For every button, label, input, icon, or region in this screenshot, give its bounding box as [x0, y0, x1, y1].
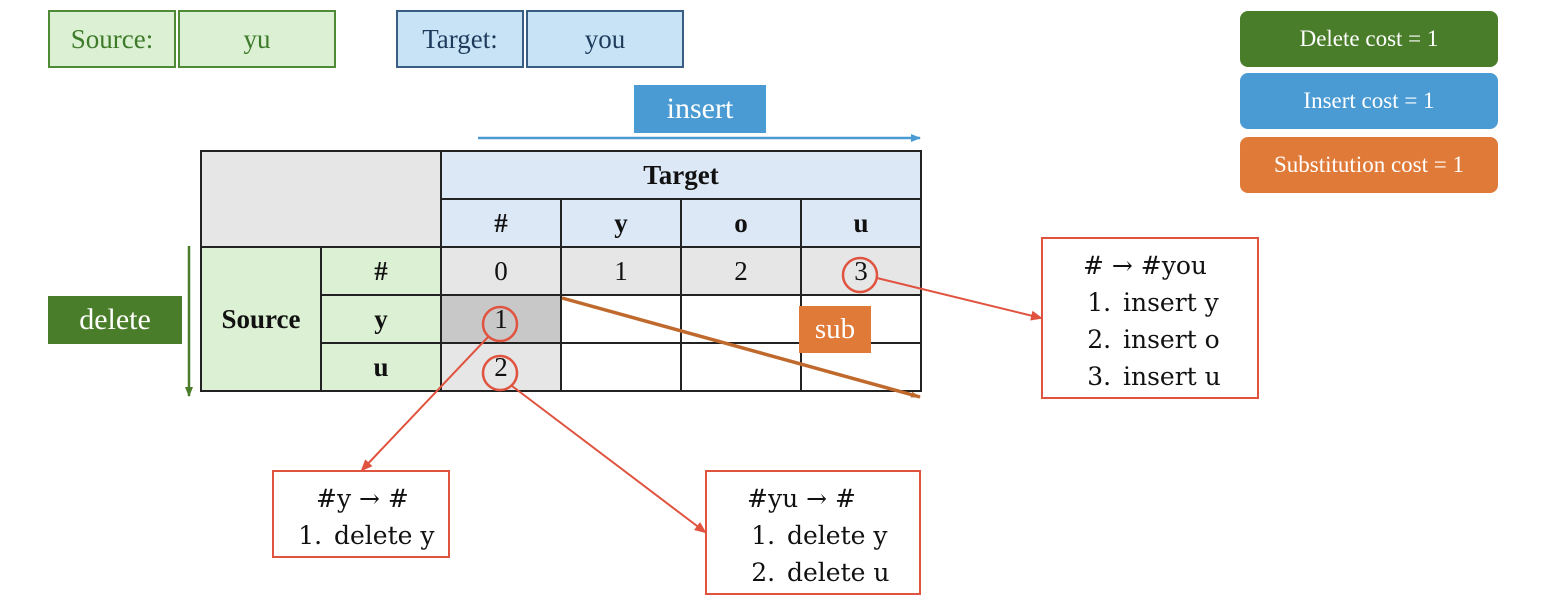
legend-substitution-cost: Substitution cost = 1	[1240, 137, 1498, 193]
target-char-1: y	[560, 198, 682, 248]
cell-2-2	[680, 342, 802, 392]
cell-1-2	[680, 294, 802, 344]
cell-1-0: 1	[440, 294, 562, 344]
cell-2-1	[560, 342, 682, 392]
callout-delete-two-step-2: delete u	[783, 554, 919, 591]
legend-delete-cost: Delete cost = 1	[1240, 11, 1498, 67]
cell-0-0: 0	[440, 246, 562, 296]
callout-insert-step-1: insert y	[1119, 284, 1257, 321]
source-char-0: #	[320, 246, 442, 296]
source-value: yu	[243, 23, 271, 54]
callout-insert-step-3: insert u	[1119, 358, 1257, 395]
callout-delete-one: #y → # delete y	[272, 470, 450, 558]
callout-insert-title: # → #you	[1083, 251, 1208, 280]
callout-insert-path: # → #you insert y insert o insert u	[1041, 237, 1259, 399]
source-label-box: Source:	[48, 10, 176, 68]
target-char-2: o	[680, 198, 802, 248]
connector-delete-two-callout	[511, 385, 707, 534]
target-label: Target:	[422, 23, 498, 54]
legend-insert-text: Insert cost = 1	[1303, 88, 1435, 113]
insert-label: insert	[634, 85, 766, 133]
callout-delete-two-title: #yu → #	[747, 484, 856, 513]
legend-substitution-text: Substitution cost = 1	[1274, 152, 1464, 177]
callout-delete-two-step-1: delete y	[783, 517, 919, 554]
callout-delete-one-steps: delete y	[294, 517, 448, 554]
callout-delete-one-title: #y → #	[316, 484, 409, 513]
legend-delete-text: Delete cost = 1	[1299, 26, 1439, 51]
cell-1-1	[560, 294, 682, 344]
target-value: you	[584, 23, 626, 54]
cell-0-1: 1	[560, 246, 682, 296]
delete-label: delete	[48, 296, 182, 344]
edit-distance-table: Target # y o u Source # 0 1 2 3 y 1 u 2	[200, 150, 922, 392]
source-header: Source	[200, 246, 322, 392]
source-char-2: u	[320, 342, 442, 392]
target-char-3: u	[800, 198, 922, 248]
target-label-box: Target:	[396, 10, 524, 68]
delete-label-text: delete	[79, 303, 151, 336]
target-header: Target	[440, 150, 922, 200]
cell-2-0: 2	[440, 342, 562, 392]
table-corner	[200, 150, 442, 248]
source-char-1: y	[320, 294, 442, 344]
callout-insert-steps: insert y insert o insert u	[1083, 284, 1257, 395]
source-value-box: yu	[178, 10, 336, 68]
callout-insert-step-2: insert o	[1119, 321, 1257, 358]
insert-label-text: insert	[666, 92, 734, 125]
callout-delete-two: #yu → # delete y delete u	[705, 470, 921, 595]
cell-0-3: 3	[800, 246, 922, 296]
legend-insert-cost: Insert cost = 1	[1240, 73, 1498, 129]
target-char-0: #	[440, 198, 562, 248]
callout-delete-two-steps: delete y delete u	[747, 517, 919, 591]
source-label: Source:	[70, 23, 154, 54]
sub-label-text: sub	[814, 313, 856, 345]
cell-0-2: 2	[680, 246, 802, 296]
sub-label: sub	[799, 306, 871, 353]
callout-delete-one-step-1: delete y	[330, 517, 448, 554]
target-value-box: you	[526, 10, 684, 68]
